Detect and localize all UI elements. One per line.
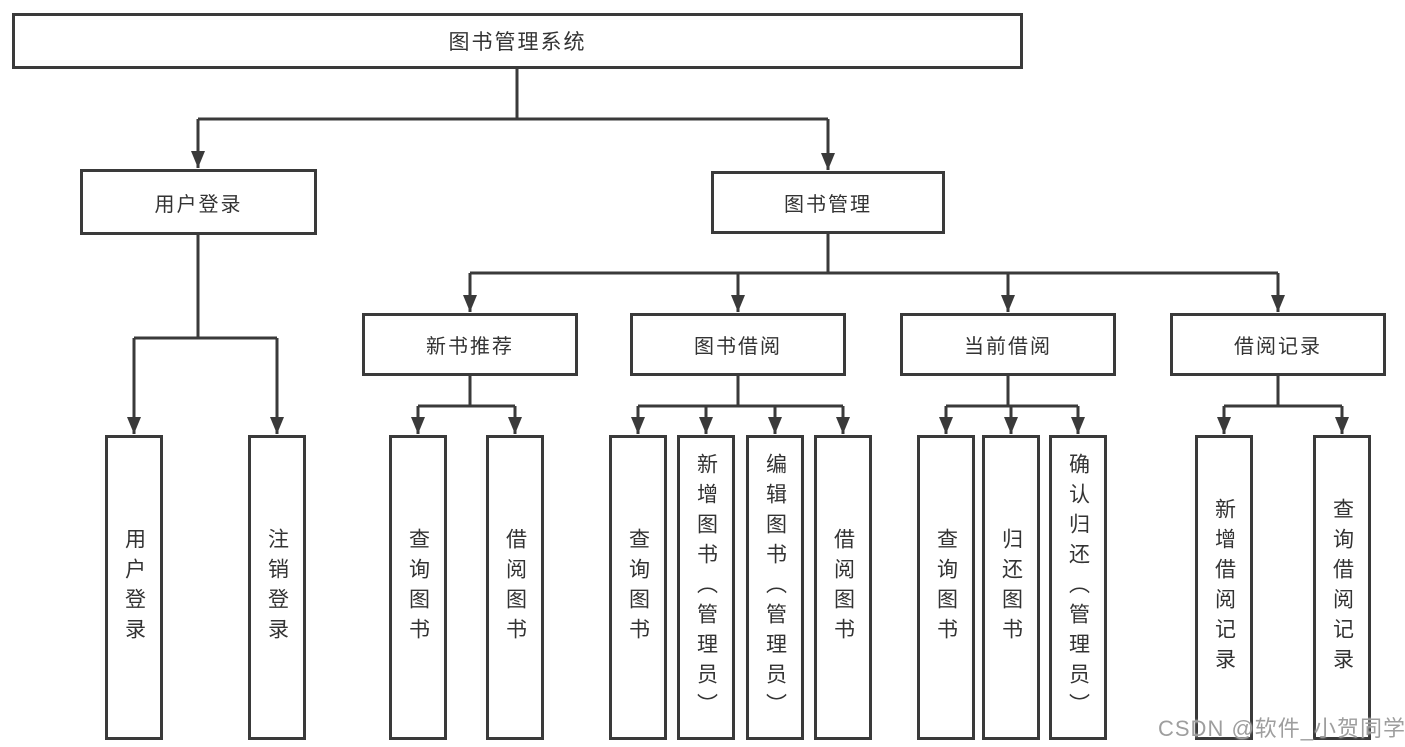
node-book-borrow: 图书借阅 <box>630 313 846 376</box>
leaf-borrow-books: 借阅图书 <box>814 435 872 740</box>
leaf-query-books-current: 查询图书 <box>917 435 975 740</box>
node-new-book-recommend: 新书推荐 <box>362 313 578 376</box>
node-borrow-records: 借阅记录 <box>1170 313 1386 376</box>
leaf-add-books-admin: 新增图书（管理员） <box>677 435 735 740</box>
leaf-query-books-recommend: 查询图书 <box>389 435 447 740</box>
node-current-borrow: 当前借阅 <box>900 313 1116 376</box>
leaf-logout-login: 注销登录 <box>248 435 306 740</box>
leaf-query-books-borrow: 查询图书 <box>609 435 667 740</box>
leaf-confirm-return-admin: 确认归还（管理员） <box>1049 435 1107 740</box>
watermark: CSDN @软件_小贺同学 <box>1158 716 1405 741</box>
leaf-query-borrow-record: 查询借阅记录 <box>1313 435 1371 740</box>
leaf-borrow-books-recommend: 借阅图书 <box>486 435 544 740</box>
leaf-edit-books-admin: 编辑图书（管理员） <box>746 435 804 740</box>
node-library-management-system: 图书管理系统 <box>12 13 1023 69</box>
leaf-user-login: 用户登录 <box>105 435 163 740</box>
leaf-add-borrow-record: 新增借阅记录 <box>1195 435 1253 740</box>
node-book-management-branch: 图书管理 <box>711 171 945 234</box>
leaf-return-books: 归还图书 <box>982 435 1040 740</box>
node-user-login-branch: 用户登录 <box>80 169 317 235</box>
